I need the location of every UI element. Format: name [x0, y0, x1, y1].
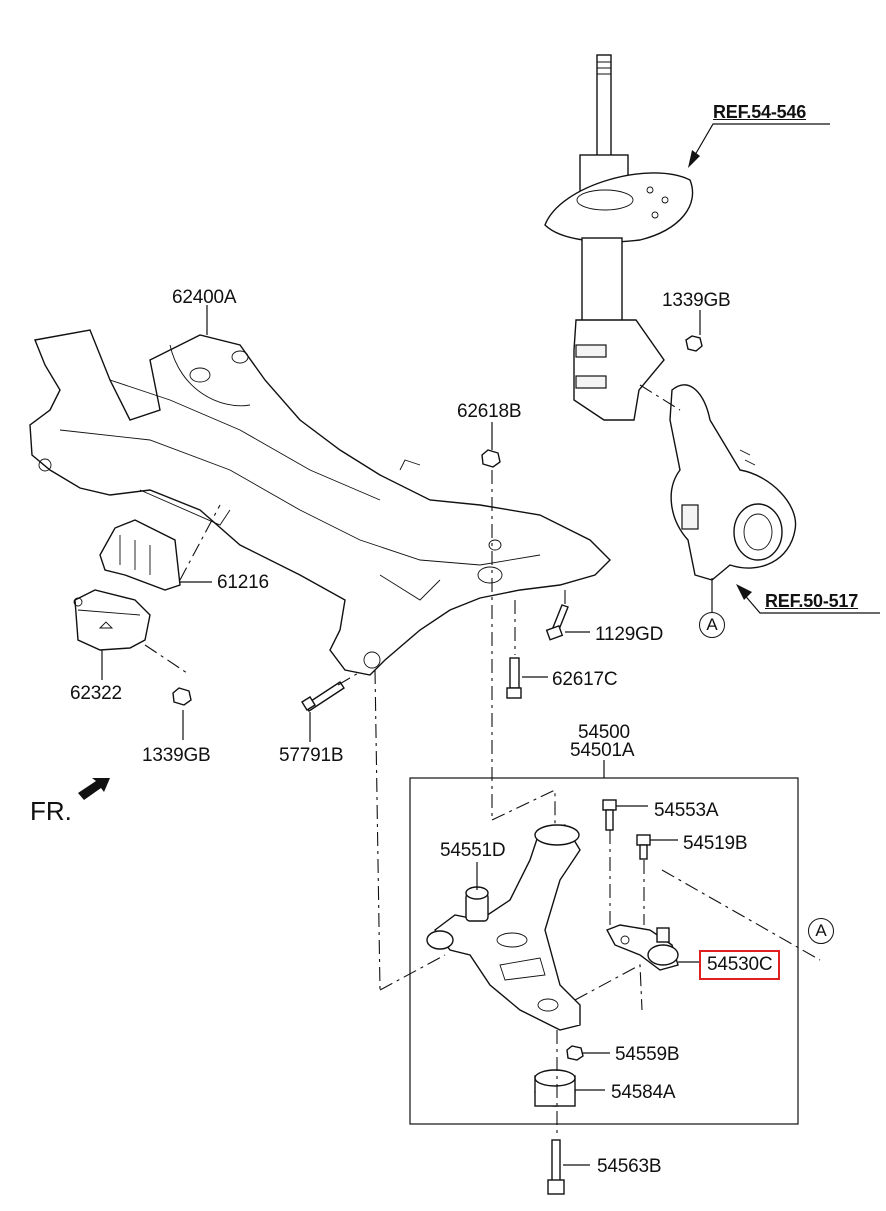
front-direction-label: FR. [30, 796, 72, 826]
part-62400A-label[interactable]: 62400A [172, 287, 237, 308]
part-1339GB-bottom-label[interactable]: 1339GB [142, 745, 211, 766]
part-54559B-label[interactable]: 54559B [615, 1044, 680, 1065]
part-1339GB-top-label[interactable]: 1339GB [662, 290, 731, 311]
part-62322-label[interactable]: 62322 [70, 683, 122, 704]
circle-a-top: A [699, 612, 725, 638]
part-57791B-label[interactable]: 57791B [279, 745, 344, 766]
hardware [172, 335, 703, 1195]
part-62618B-label[interactable]: 62618B [457, 401, 522, 422]
part-61216-label[interactable]: 61216 [217, 572, 269, 593]
part-54551D-label[interactable]: 54551D [440, 840, 506, 861]
control-arm [426, 824, 679, 1031]
ref-54-546-label[interactable]: REF.54-546 [713, 102, 807, 122]
subframe [29, 329, 611, 676]
knuckle [669, 384, 797, 581]
strut-assembly [544, 54, 694, 421]
circle-a-bottom: A [808, 918, 834, 944]
part-54519B-label[interactable]: 54519B [683, 833, 748, 854]
part-54553A-label[interactable]: 54553A [654, 800, 719, 821]
ref-50-517-label[interactable]: REF.50-517 [765, 591, 859, 611]
part-62617C-label[interactable]: 62617C [552, 669, 618, 690]
part-54501A-label[interactable]: 54501A [570, 740, 635, 761]
part-54530C-label-highlighted[interactable]: 54530C [699, 950, 781, 980]
part-1129GD-label[interactable]: 1129GD [595, 624, 664, 645]
front-arrow-icon [78, 778, 110, 800]
part-54584A-label[interactable]: 54584A [611, 1082, 676, 1103]
mount-parts [73, 519, 181, 651]
leader-lines [101, 123, 880, 1166]
part-54563B-label[interactable]: 54563B [597, 1156, 662, 1177]
assembly-lines [144, 384, 821, 1135]
part-54500-label[interactable]: 54500 [578, 722, 630, 743]
